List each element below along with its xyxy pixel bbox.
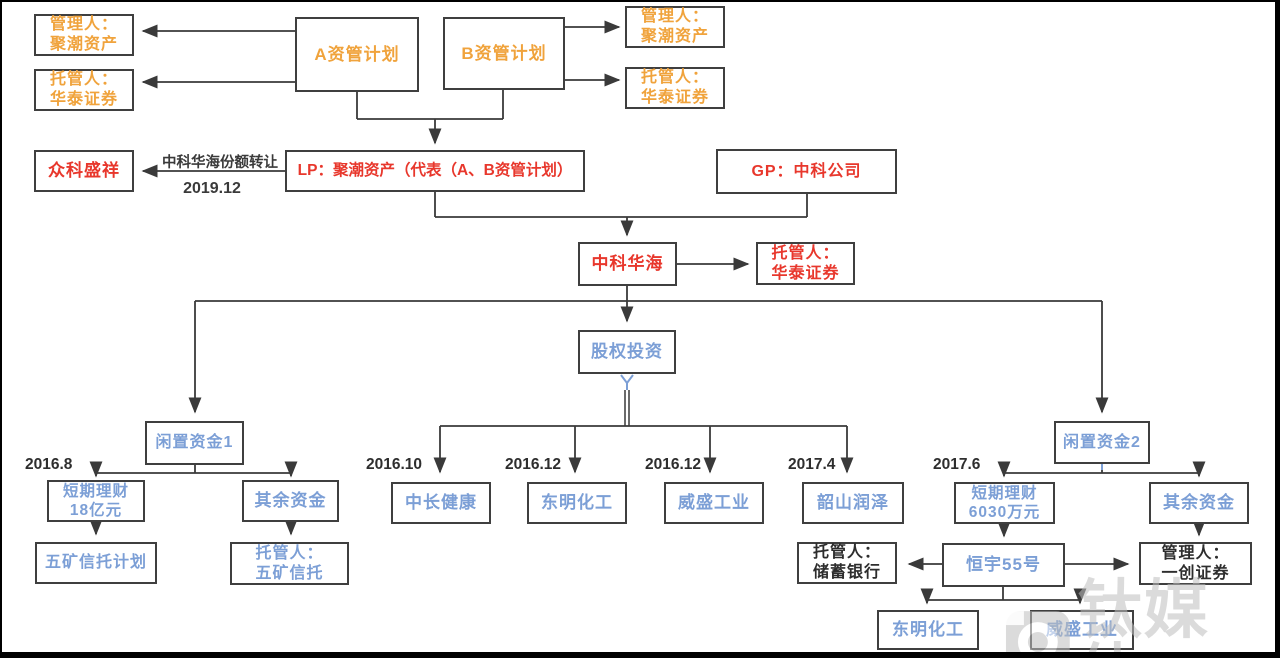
node-plan-b: B资管计划 [443, 17, 565, 90]
date-label-2017-4: 2017.4 [788, 456, 836, 473]
node-rest-funds-2: 其余资金 [1149, 482, 1249, 524]
node-rest-funds-1: 其余资金 [242, 480, 339, 522]
date-label-2017-6: 2017.6 [933, 456, 981, 473]
node-idle-funds-1: 闲置资金1 [145, 421, 244, 465]
node-equity-investment: 股权投资 [578, 330, 676, 374]
date-label-2016-8: 2016.8 [25, 456, 73, 473]
date-label-2016-12b: 2016.12 [645, 456, 702, 473]
node-zhongke-huahai: 中科华海 [578, 242, 677, 286]
date-label-2016-10: 2016.10 [366, 456, 423, 473]
node-zhongke-shengxiang: 众科盛祥 [34, 150, 134, 192]
node-short-term-18: 短期理财 18亿元 [47, 480, 145, 522]
node-custodian-chuxu-bank: 托管人： 储蓄银行 [797, 542, 897, 584]
node-lp-juchao: LP：聚潮资产（代表（A、B资管计划） [285, 150, 585, 192]
transfer-arrow-label: 中科华海份额转让 [162, 155, 278, 171]
node-manager-right: 管理人： 聚潮资产 [625, 6, 725, 48]
node-weisheng-1: 威盛工业 [664, 482, 764, 524]
node-zhongchang-health: 中长健康 [391, 482, 491, 524]
tmtpost-logo-icon [1005, 611, 1070, 652]
node-manager-left: 管理人： 聚潮资产 [34, 14, 134, 56]
blue-fork-icon [620, 374, 634, 390]
transfer-date-label: 2019.12 [183, 180, 241, 197]
node-wukuang-trust-plan: 五矿信托计划 [35, 542, 157, 584]
node-custodian-huatai-mid: 托管人： 华泰证券 [756, 242, 855, 285]
node-short-term-6030: 短期理财 6030万元 [954, 482, 1055, 524]
node-hengyu-55: 恒宇55号 [942, 543, 1065, 587]
node-manager-yichuang: 管理人： 一创证券 [1139, 542, 1252, 585]
node-dongming-2: 东明化工 [877, 610, 979, 650]
node-gp-zhongke: GP：中科公司 [716, 149, 897, 194]
node-idle-funds-2: 闲置资金2 [1054, 421, 1150, 464]
node-custodian-wukuang: 托管人： 五矿信托 [230, 542, 349, 585]
node-dongming-1: 东明化工 [527, 482, 627, 524]
node-custodian-left: 托管人： 华泰证券 [34, 69, 134, 111]
watermark-text: 钛媒体 [1077, 574, 1210, 652]
node-plan-a: A资管计划 [295, 17, 419, 92]
node-shaoshan-runze: 韶山润泽 [802, 482, 904, 524]
date-label-2016-12a: 2016.12 [505, 456, 562, 473]
tmtpost-watermark: 钛媒体 [1004, 578, 1275, 652]
node-custodian-right: 托管人： 华泰证券 [625, 67, 725, 109]
